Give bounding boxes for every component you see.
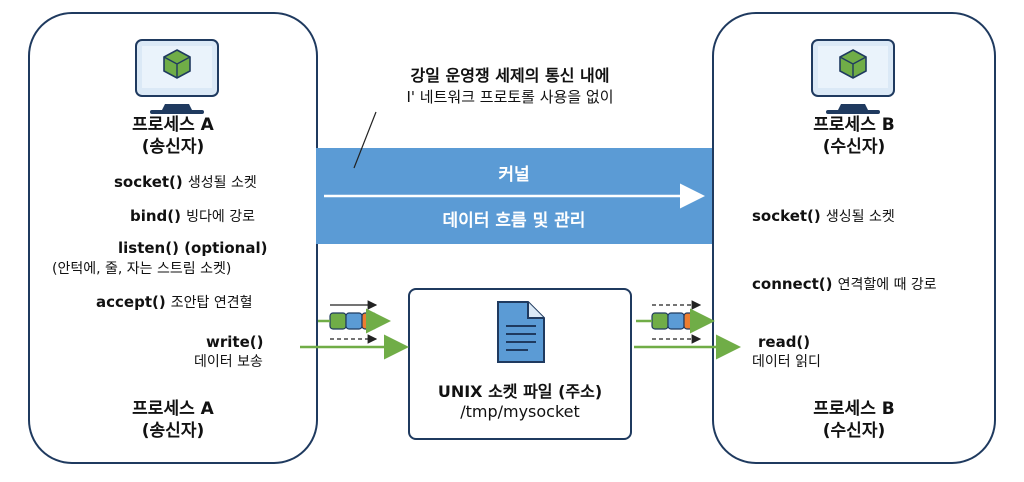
read-fn: read() — [758, 333, 811, 351]
left-socket-line: socket() 생성될 소켓 — [114, 172, 257, 193]
listen-fn: listen() (optional) — [118, 239, 268, 257]
process-b-bottom-title: 프로세스 B — [813, 399, 895, 419]
right-socket-fn: socket() — [752, 207, 821, 225]
connect-fn: connect() — [752, 275, 833, 293]
read-desc: 데이터 읽디 — [752, 354, 821, 370]
data-packet-icon — [318, 300, 391, 344]
data-packet-icon — [636, 300, 715, 344]
process-a-subtitle: (송신자) — [141, 137, 205, 157]
callout-line2: I' 네트워크 프로토롤 사용을 없이 — [406, 88, 614, 106]
write-desc: 데이터 보송 — [194, 354, 263, 370]
socket-file-path: /tmp/mysocket — [460, 402, 580, 421]
write-fn: write() — [206, 333, 264, 351]
left-bind-line: bind() 빙다에 강로 — [130, 206, 255, 227]
process-b-subtitle: (수신자) — [822, 137, 886, 157]
left-listen-note: (안턱에, 줄, 자는 스트림 소켓) — [52, 261, 232, 277]
connect-desc: 연격할에 때 강로 — [837, 277, 937, 293]
kernel-sublabel: 데이터 흐름 및 관리 — [442, 211, 586, 231]
process-a-bottom-title: 프로세스 A — [132, 399, 214, 419]
kernel-label: 커널 — [498, 165, 530, 185]
left-accept-line: accept() 조안탑 연견혈 — [96, 292, 253, 313]
accept-desc: 조안탑 연견혈 — [170, 295, 253, 311]
socket-fn: socket() — [114, 173, 183, 191]
computer-monitor-icon — [811, 39, 895, 114]
right-connect-line: connect() 연격할에 때 강로 — [752, 274, 937, 295]
accept-fn: accept() — [96, 293, 166, 311]
process-a-bottom-subtitle: (송신자) — [141, 421, 205, 441]
callout-line1: 강일 운영쟁 세제의 통신 내에 — [410, 66, 610, 85]
socket-file-label: UNIX 소켓 파일 (주소) — [437, 382, 603, 401]
callout-pointer — [353, 111, 377, 169]
bind-desc: 빙다에 강로 — [186, 209, 255, 225]
left-listen-line: listen() (optional) — [118, 238, 267, 258]
computer-monitor-icon — [135, 39, 219, 114]
bind-fn: bind() — [130, 207, 182, 225]
process-a-title: 프로세스 A — [132, 115, 214, 135]
process-b-title: 프로세스 B — [813, 115, 895, 135]
right-socket-line: socket() 생싱될 소켓 — [752, 206, 895, 227]
document-file-icon — [497, 301, 545, 363]
socket-desc: 생성될 소켓 — [187, 175, 257, 191]
process-b-bottom-subtitle: (수신자) — [822, 421, 886, 441]
right-socket-desc: 생싱될 소켓 — [825, 209, 895, 225]
